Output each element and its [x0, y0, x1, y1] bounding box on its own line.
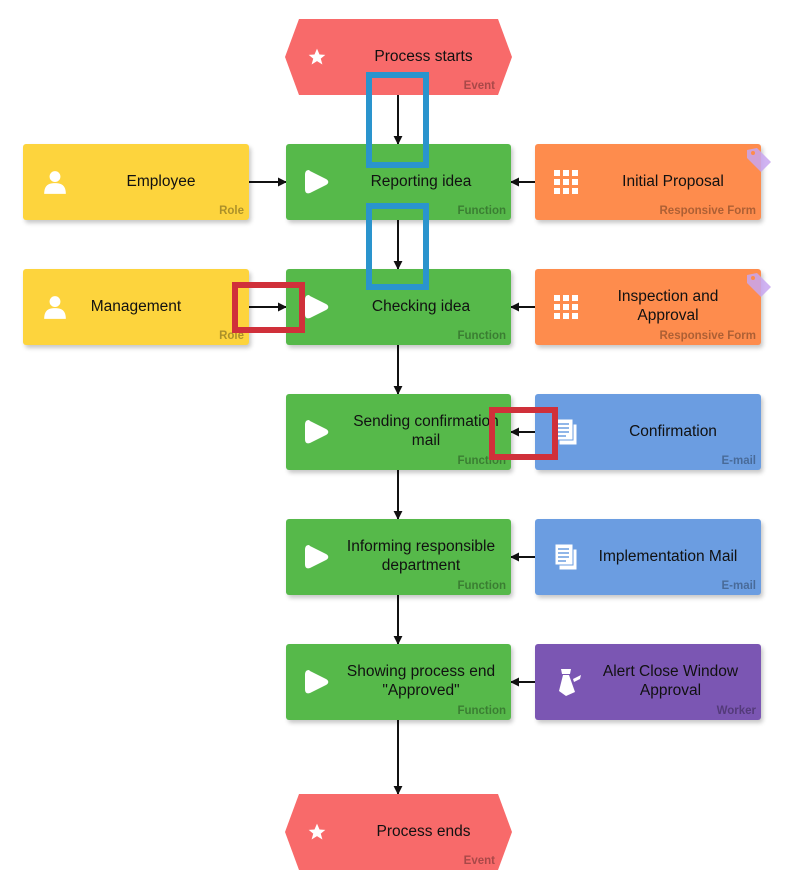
node-type: Role: [219, 330, 244, 342]
node-label: Informing responsible department: [346, 538, 496, 574]
node-label: Checking idea: [371, 297, 471, 315]
node-label: Alert Close Window Approval: [602, 663, 739, 699]
node-type: E-mail: [721, 580, 756, 592]
node-type: Function: [457, 330, 506, 342]
node-label: Confirmation: [629, 422, 717, 440]
event-shape: [285, 19, 512, 95]
worker-icon: [553, 666, 583, 703]
function-showing-end[interactable]: Showing process end "Approved" Function: [286, 644, 511, 720]
user-icon: [42, 169, 68, 200]
email-implementation-mail[interactable]: Implementation Mail E-mail: [535, 519, 761, 595]
function-reporting-idea[interactable]: Reporting idea Function: [286, 144, 511, 220]
document-icon: [553, 418, 581, 451]
node-label: Showing process end "Approved": [346, 663, 496, 699]
node-label: Inspection and Approval: [617, 288, 719, 324]
function-informing-department[interactable]: Informing responsible department Functio…: [286, 519, 511, 595]
node-label: Sending confirmation mail: [353, 413, 499, 449]
node-label: Employee: [126, 172, 196, 190]
node-type: Worker: [716, 705, 756, 717]
node-label: Management: [90, 297, 182, 315]
node-type: Role: [219, 205, 244, 217]
node-label: Implementation Mail: [598, 547, 738, 565]
event-process-starts[interactable]: Process starts Event: [285, 19, 512, 95]
worker-alert-close[interactable]: Alert Close Window Approval Worker: [535, 644, 761, 720]
node-label: Reporting idea: [370, 172, 472, 190]
tag-icon: [745, 271, 773, 302]
document-icon: [553, 543, 581, 576]
role-employee[interactable]: Employee Role: [23, 144, 249, 220]
star-icon: [307, 822, 327, 847]
node-type: Responsive Form: [659, 330, 757, 342]
play-icon: [304, 418, 330, 451]
node-type: Event: [463, 855, 495, 867]
node-label: Process ends: [376, 822, 471, 840]
node-type: Event: [463, 80, 495, 92]
email-confirmation[interactable]: Confirmation E-mail: [535, 394, 761, 470]
grid-icon: [554, 295, 578, 324]
user-icon: [42, 294, 68, 325]
role-management[interactable]: Management Role: [23, 269, 249, 345]
node-label: Initial Proposal: [622, 172, 724, 190]
node-label: Process starts: [374, 47, 473, 65]
star-icon: [307, 47, 327, 72]
event-process-ends[interactable]: Process ends Event: [285, 794, 512, 870]
node-type: Function: [457, 455, 506, 467]
node-type: Function: [457, 705, 506, 717]
play-icon: [304, 293, 330, 326]
node-type: Function: [457, 580, 506, 592]
form-initial-proposal[interactable]: Initial Proposal Responsive Form: [535, 144, 771, 220]
node-type: E-mail: [721, 455, 756, 467]
grid-icon: [554, 170, 578, 199]
node-type: Responsive Form: [659, 205, 757, 217]
form-inspection-approval[interactable]: Inspection and Approval Responsive Form: [535, 269, 771, 345]
function-checking-idea[interactable]: Checking idea Function: [286, 269, 511, 345]
node-type: Function: [457, 205, 506, 217]
play-icon: [304, 168, 330, 201]
play-icon: [304, 668, 330, 701]
function-sending-confirmation[interactable]: Sending confirmation mail Function: [286, 394, 511, 470]
event-shape: [285, 794, 512, 870]
play-icon: [304, 543, 330, 576]
tag-icon: [745, 146, 773, 177]
